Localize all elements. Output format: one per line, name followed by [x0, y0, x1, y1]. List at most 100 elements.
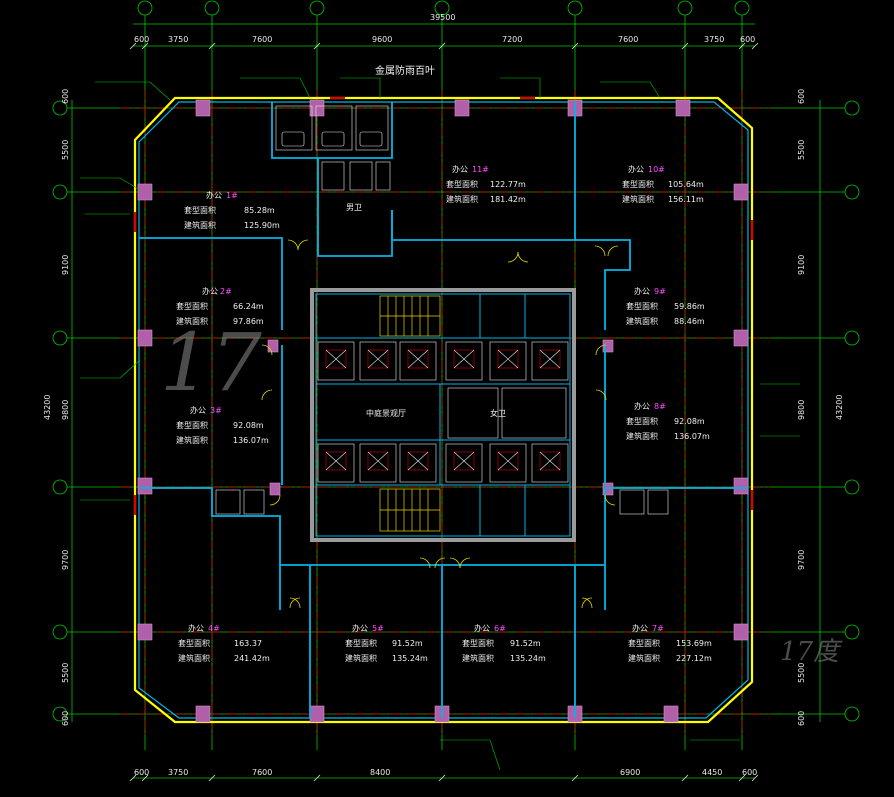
elevator-shaft: [359, 443, 397, 483]
elevator-cross: [407, 451, 429, 471]
svg-text:6#: 6#: [494, 624, 506, 633]
svg-text:181.42m: 181.42m: [490, 195, 526, 204]
svg-text:241.42m: 241.42m: [234, 654, 270, 663]
svg-text:建筑面积: 建筑面积: [626, 431, 658, 441]
svg-text:办公: 办公: [632, 623, 648, 633]
elevator-cross: [497, 451, 519, 471]
core: [310, 288, 576, 542]
overall-dimension-top: 39500: [430, 13, 455, 22]
svg-text:建筑面积: 建筑面积: [178, 653, 210, 663]
elevator-cab: [367, 451, 389, 471]
dim-right-1: 600: [797, 89, 806, 104]
svg-text:92.08m: 92.08m: [233, 421, 264, 430]
elevators: [317, 341, 569, 483]
elevator-shaft: [531, 443, 569, 483]
elevator-cross: [453, 451, 475, 471]
svg-text:办公: 办公: [628, 164, 644, 174]
svg-text:135.24m: 135.24m: [392, 654, 428, 663]
atrium-label: 中庭景观厅: [366, 408, 406, 418]
elevator-shaft: [399, 341, 437, 381]
elevator-shaft: [317, 341, 355, 381]
svg-text:227.12m: 227.12m: [676, 654, 712, 663]
stairs: [379, 295, 441, 532]
elevator-shaft: [317, 443, 355, 483]
elevator-cross: [367, 349, 389, 369]
dim-bottom-7: 600: [742, 768, 757, 777]
restroom-label-1: 男卫: [346, 203, 362, 212]
svg-text:建筑面积: 建筑面积: [176, 316, 208, 326]
watermark-small: 17度: [780, 637, 843, 667]
dim-top-2: 3750: [168, 35, 188, 44]
dim-right-2: 5500: [797, 140, 806, 160]
svg-text:2#: 2#: [220, 287, 232, 296]
dim-left-7: 600: [61, 711, 70, 726]
dim-left-4: 9800: [61, 400, 70, 420]
dim-left-5: 9700: [61, 550, 70, 570]
svg-text:办公: 办公: [452, 164, 468, 174]
svg-text:153.69m: 153.69m: [676, 639, 712, 648]
dim-bottom-3: 7600: [252, 768, 272, 777]
svg-text:套型面积: 套型面积: [626, 416, 658, 426]
callout-leaders: [80, 77, 800, 771]
svg-text:135.24m: 135.24m: [510, 654, 546, 663]
svg-text:建筑面积: 建筑面积: [345, 653, 377, 663]
svg-text:套型面积: 套型面积: [446, 179, 478, 189]
svg-text:建筑面积: 建筑面积: [446, 194, 478, 204]
svg-text:5#: 5#: [372, 624, 384, 633]
elevator-cross: [497, 349, 519, 369]
dim-top-8: 600: [740, 35, 755, 44]
elevator-cab: [325, 349, 347, 369]
svg-text:10#: 10#: [648, 165, 665, 174]
svg-text:92.08m: 92.08m: [674, 417, 705, 426]
elevator-cab: [539, 451, 561, 471]
svg-text:建筑面积: 建筑面积: [176, 435, 208, 445]
dimension-lines: [71, 23, 821, 779]
svg-text:办公: 办公: [352, 623, 368, 633]
elevator-cross: [325, 349, 347, 369]
svg-text:3#: 3#: [210, 406, 222, 415]
svg-text:91.52m: 91.52m: [392, 639, 423, 648]
dim-top-6: 7600: [618, 35, 638, 44]
overall-dimension-left: 43200: [43, 395, 52, 420]
elevator-cab: [497, 349, 519, 369]
svg-text:套型面积: 套型面积: [626, 301, 658, 311]
svg-text:办公: 办公: [634, 401, 650, 411]
svg-text:办公: 办公: [474, 623, 490, 633]
elevator-cross: [407, 349, 429, 369]
svg-text:8#: 8#: [654, 402, 666, 411]
dim-right-6: 5500: [797, 663, 806, 683]
elevator-cross: [325, 451, 347, 471]
louver-banner: 金属防雨百叶: [375, 64, 435, 77]
svg-text:85.28m: 85.28m: [244, 206, 275, 215]
svg-text:套型面积: 套型面积: [628, 638, 660, 648]
svg-text:办公: 办公: [188, 623, 204, 633]
svg-text:163.37: 163.37: [234, 639, 262, 648]
elevator-cross: [539, 451, 561, 471]
window-strips: [133, 96, 754, 515]
svg-text:97.86m: 97.86m: [233, 317, 264, 326]
elevator-cab: [497, 451, 519, 471]
elevator-cross: [539, 349, 561, 369]
dim-right-5: 9700: [797, 550, 806, 570]
svg-text:套型面积: 套型面积: [622, 179, 654, 189]
dim-bottom-2: 3750: [168, 768, 188, 777]
dim-right-3: 9100: [797, 255, 806, 275]
elevator-cab: [407, 451, 429, 471]
dim-bottom-6: 4450: [702, 768, 722, 777]
dim-right-7: 600: [797, 711, 806, 726]
dim-left-1: 600: [61, 89, 70, 104]
dim-bottom-4: 8400: [370, 768, 390, 777]
svg-text:88.46m: 88.46m: [674, 317, 705, 326]
elevator-cab: [539, 349, 561, 369]
restroom-label-2: 女卫: [490, 408, 506, 418]
svg-text:4#: 4#: [208, 624, 220, 633]
